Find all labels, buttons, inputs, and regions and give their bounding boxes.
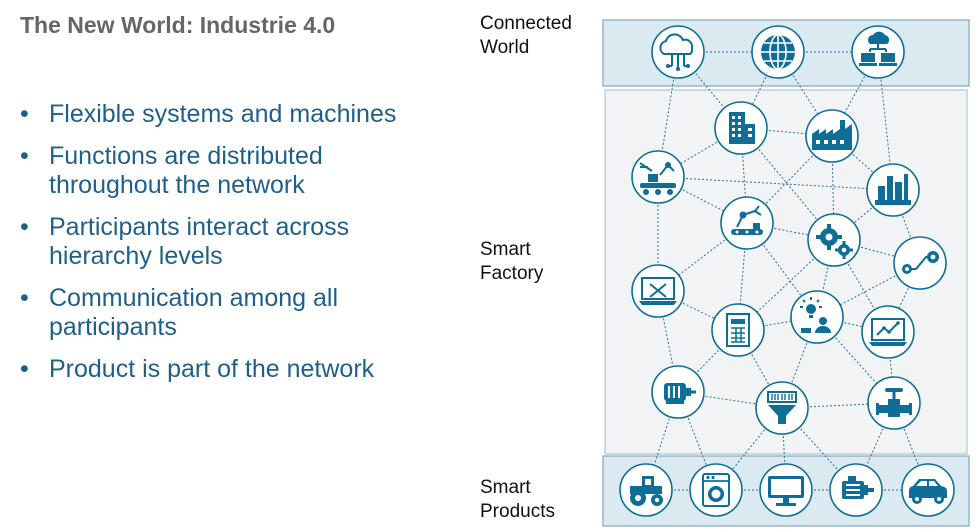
node-barcode-filter <box>755 381 809 435</box>
bullet-list: • Flexible systems and machines • Function… <box>20 100 460 397</box>
node-motor <box>651 365 705 419</box>
node-circle <box>720 196 774 250</box>
network-link <box>833 239 921 264</box>
network-link <box>657 290 739 331</box>
node-circle <box>651 25 705 79</box>
monitor-icon <box>768 476 804 506</box>
layer-label-line: Products <box>480 501 555 522</box>
node-office-building <box>714 101 768 155</box>
bullet-line: participants <box>49 313 177 341</box>
node-circle <box>790 290 844 344</box>
layer-label-line: Factory <box>480 263 544 284</box>
node-globe <box>751 25 805 79</box>
bullet-line: Functions are distributed <box>49 142 323 170</box>
network-nodes <box>619 25 955 517</box>
node-monitor <box>759 463 813 517</box>
barcode-filter-icon <box>767 391 797 424</box>
node-steam-valve <box>893 236 947 290</box>
node-engine <box>829 463 883 517</box>
conveyor-robot-icon <box>639 162 676 195</box>
bullet-item: • Product is part of the network <box>20 355 460 384</box>
layer-label-line: Smart <box>480 239 531 260</box>
slide-title: The New World: Industrie 4.0 <box>20 12 336 38</box>
bullet-line: Product is part of the network <box>49 355 375 383</box>
node-factory <box>805 109 859 163</box>
washing-machine-icon <box>702 473 730 507</box>
bullet-dot: • <box>20 355 29 383</box>
node-refinery <box>866 163 920 217</box>
bullet-dot: • <box>20 284 29 312</box>
node-spreadsheet <box>711 303 765 357</box>
node-chart-laptop <box>861 305 915 359</box>
node-conveyor-robot <box>631 150 685 204</box>
node-tools-laptop <box>631 264 685 318</box>
bullet-dot: • <box>20 142 29 170</box>
layer-label-line: Smart <box>480 477 531 498</box>
cloud-computers-icon <box>859 31 897 66</box>
bullet-item: • Flexible systems and machines <box>20 100 460 129</box>
node-washing-machine <box>689 463 743 517</box>
network-link <box>657 176 894 191</box>
factory-icon <box>812 120 852 150</box>
chart-laptop-icon <box>869 318 907 346</box>
bullet-line: throughout the network <box>49 171 305 199</box>
worker-idea-icon <box>800 297 831 333</box>
cloud-circuit-icon <box>659 33 694 71</box>
node-cloud-circuit <box>651 25 705 79</box>
node-worker-idea <box>790 290 844 344</box>
tools-laptop-icon <box>639 277 677 305</box>
office-building-icon <box>729 112 755 144</box>
layer-label-line: World <box>480 37 530 58</box>
node-robot-arm <box>720 196 774 250</box>
bullet-line: Participants interact across <box>49 213 350 241</box>
node-tractor <box>619 463 673 517</box>
spreadsheet-icon <box>726 313 750 347</box>
globe-icon <box>761 34 795 70</box>
layer-label-line: Connected <box>480 13 572 34</box>
bullet-dot: • <box>20 100 29 128</box>
car-icon <box>909 479 947 504</box>
node-cloud-computers <box>851 25 905 79</box>
node-pipe-valve <box>867 376 921 430</box>
bullet-line: hierarchy levels <box>49 242 223 270</box>
node-car <box>901 463 955 517</box>
node-gears <box>807 213 861 267</box>
engine-icon <box>842 476 874 499</box>
network-link <box>737 329 783 409</box>
refinery-icon <box>875 174 911 205</box>
gears-icon <box>816 224 853 259</box>
node-circle <box>711 303 765 357</box>
steam-valve-icon <box>902 251 939 274</box>
bullet-line: Communication among all <box>49 284 339 312</box>
tractor-icon <box>630 476 663 506</box>
pipe-valve-icon <box>876 388 912 417</box>
motor-icon <box>664 383 696 404</box>
bullet-line: Flexible systems and machines <box>49 100 397 128</box>
network-link <box>877 51 894 191</box>
bullet-dot: • <box>20 213 29 241</box>
robot-arm-icon <box>731 205 763 235</box>
